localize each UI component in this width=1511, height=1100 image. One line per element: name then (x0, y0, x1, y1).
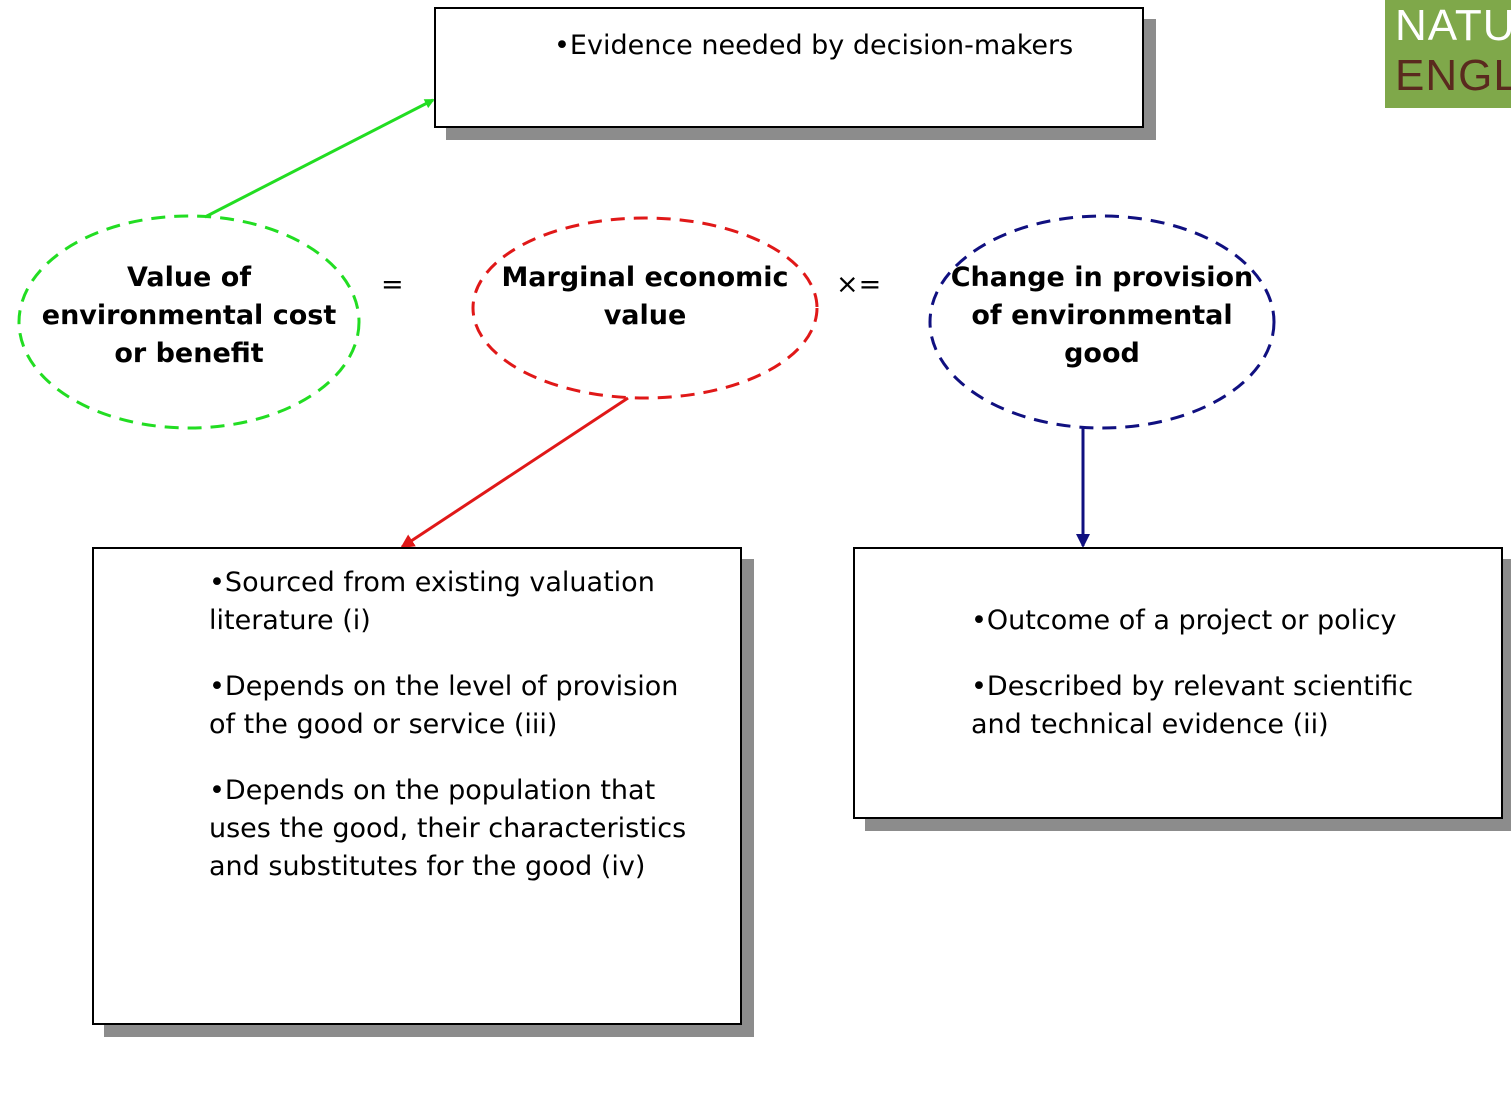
ellipse-marginal-label: Marginal economic value (501, 262, 789, 331)
logo-line-1: NATURAL (1395, 1, 1511, 50)
ellipse-value-outline (17, 214, 361, 430)
valuation-item-provision: •Depends on the level of provision of th… (209, 671, 679, 740)
natural-england-logo: NATURAL ENGLAND (1385, 0, 1511, 108)
logo-line-2: ENGLAND (1395, 51, 1511, 100)
ellipse-value-label: Value of environmental cost or benefit (41, 262, 337, 369)
times-equals-operator: ×= (836, 269, 882, 300)
evidence-box: •Evidence needed by decision-makers (434, 7, 1144, 128)
arrow-to-sourced-box (400, 396, 629, 549)
outcome-box: •Outcome of a project or policy •Describ… (853, 547, 1503, 819)
equals-operator: = (381, 269, 404, 300)
ellipse-change-label: Change in provision of environmental goo… (950, 262, 1254, 369)
outcome-item-evidence: •Described by relevant scientific and te… (971, 671, 1414, 740)
ellipse-change-outline (928, 214, 1276, 430)
arrow-to-evidence (204, 98, 435, 219)
outcome-item-project: •Outcome of a project or policy (971, 605, 1397, 636)
valuation-box: •Sourced from existing valuation literat… (92, 547, 742, 1025)
ellipse-marginal-outline (471, 216, 819, 400)
valuation-item-sourced: •Sourced from existing valuation literat… (209, 567, 655, 636)
valuation-item-population: •Depends on the population that uses the… (209, 775, 687, 882)
evidence-item: •Evidence needed by decision-makers (554, 30, 1074, 61)
